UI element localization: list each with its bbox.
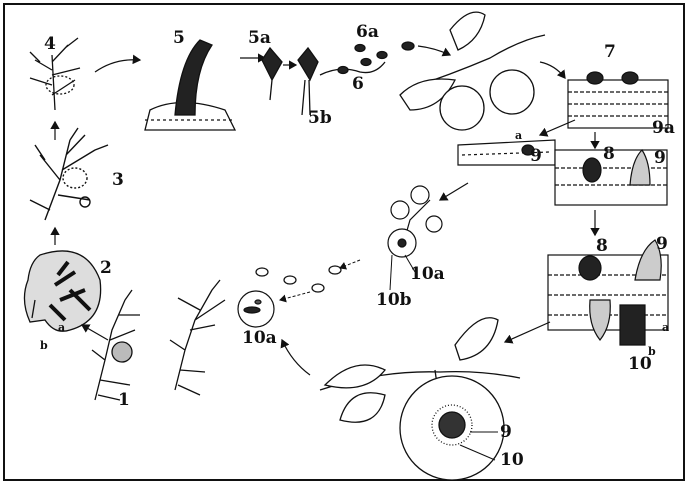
cedar-twig	[170, 280, 225, 395]
label-2a: a	[58, 322, 65, 333]
label-10b: 10b	[376, 292, 412, 309]
label-10a-flower: 10a	[410, 266, 445, 283]
arrow-9-to-flowers	[440, 183, 468, 200]
label-10: 10	[628, 356, 652, 373]
arrow-6-to-apple	[418, 46, 450, 55]
label-2: 2	[100, 260, 112, 277]
arrow-section-to-apple	[505, 322, 550, 342]
label-3: 3	[112, 172, 124, 189]
label-5b: 5b	[308, 110, 332, 127]
label-10-apple: 10	[500, 452, 524, 469]
label-10a-twig: 10a	[242, 330, 277, 347]
label-1: 1	[118, 392, 130, 409]
label-8b: 8	[596, 238, 608, 255]
stage-6-sporidia	[320, 42, 414, 75]
label-6a: 6a	[356, 24, 379, 41]
arrow-apple-to-cedar	[282, 340, 310, 375]
label-8: 8	[603, 146, 615, 163]
arrow-spore-1	[340, 260, 360, 268]
stage-3-branch	[30, 128, 108, 220]
stage-5a-spores	[262, 48, 318, 115]
arrow-1-to-2	[82, 325, 108, 340]
arrow-apple-to-7	[540, 62, 565, 78]
stage-1-twig	[92, 290, 140, 400]
label-5a: 5a	[248, 30, 271, 47]
label-9d: 9	[500, 424, 512, 441]
label-2b: b	[40, 340, 48, 351]
label-9c: 9	[656, 236, 668, 253]
label-7: 7	[604, 44, 616, 61]
arrow-spore-2	[280, 292, 310, 300]
stage-8-large-section	[548, 240, 668, 345]
label-4: 4	[44, 36, 56, 53]
label-a2: a	[662, 322, 669, 333]
label-9a: 9a	[652, 120, 675, 137]
stage-2-gall	[24, 251, 100, 331]
arrow-10b-line	[390, 255, 392, 290]
label-9: 9	[530, 148, 542, 165]
stage-10a-spores	[238, 266, 341, 327]
stage-5-horn	[145, 40, 235, 130]
apple-blossoms	[388, 186, 442, 257]
label-6: 6	[352, 76, 364, 93]
label-9b: 9	[654, 150, 666, 167]
label-5: 5	[173, 30, 185, 47]
apple-branch-top	[400, 12, 545, 130]
arrow-4-to-5	[95, 60, 140, 72]
label-a: a	[515, 130, 522, 141]
apple-fruit-bottom	[320, 318, 520, 480]
